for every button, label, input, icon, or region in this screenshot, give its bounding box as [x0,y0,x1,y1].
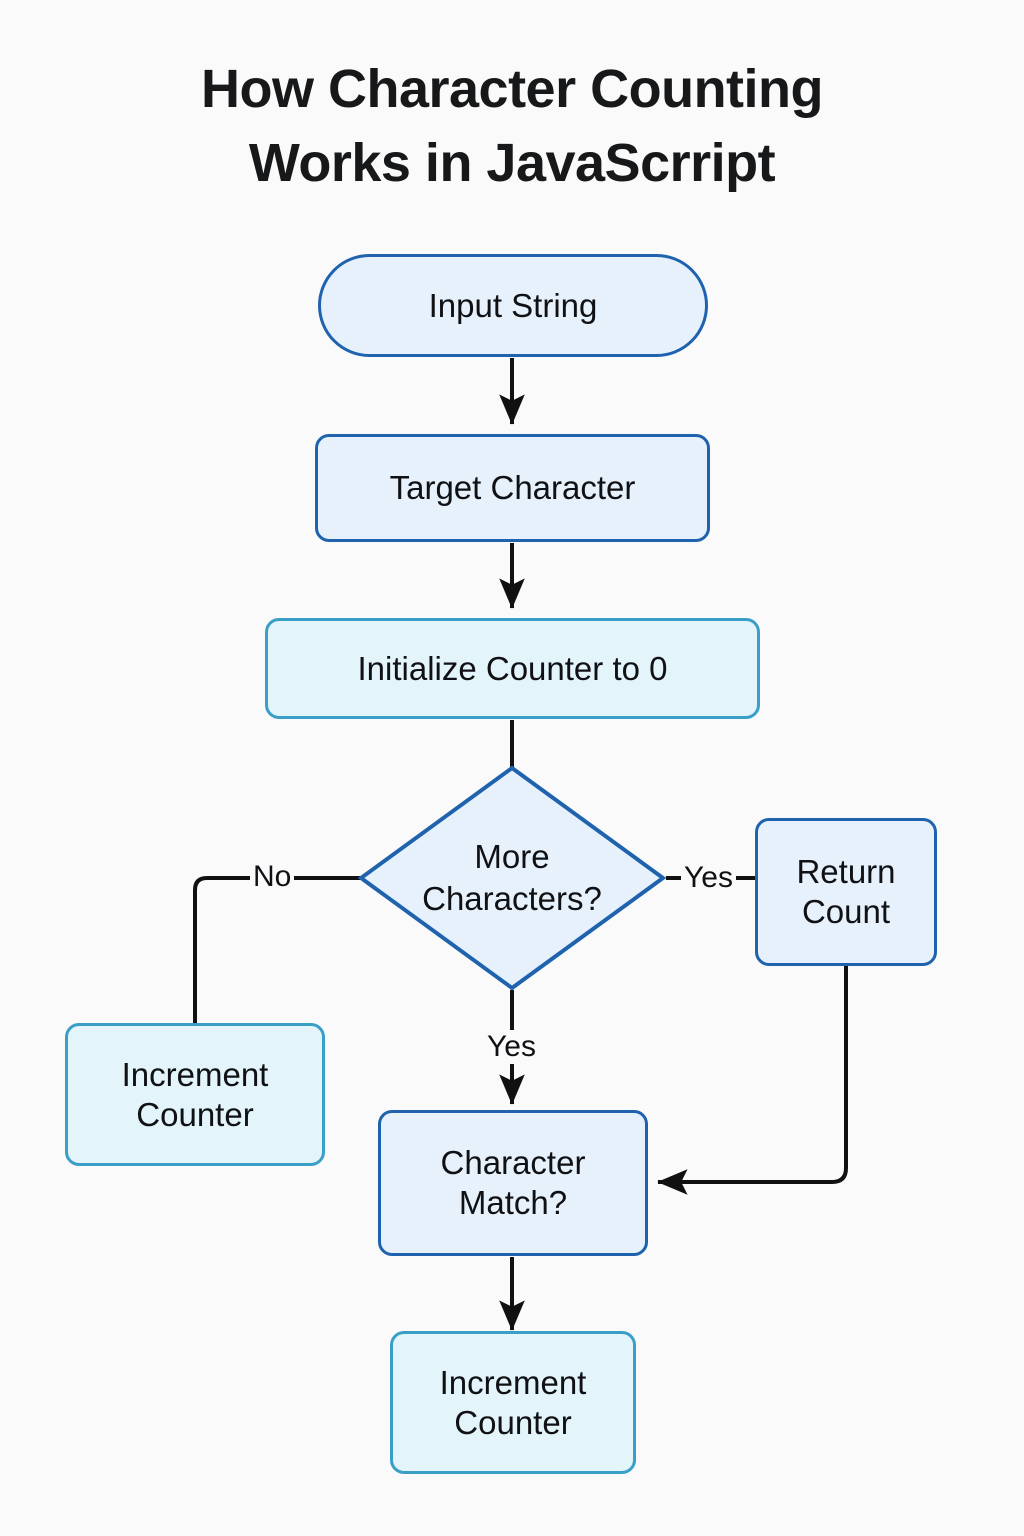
page-title: How Character Counting Works in JavaScrr… [0,52,1024,200]
node-increment-counter-left[interactable]: Increment Counter [65,1023,325,1166]
node-target-character[interactable]: Target Character [315,434,710,542]
node-more-characters-label: More Characters? [422,838,602,917]
node-initialize-counter[interactable]: Initialize Counter to 0 [265,618,760,719]
page-title-line-1: How Character Counting [200,59,824,119]
node-increment-counter-left-label: Increment Counter [121,1055,269,1133]
node-character-match-label: Character Match? [440,1144,586,1221]
node-more-characters[interactable]: More Characters? [358,765,666,991]
edge-label-yes-down: Yes [484,1030,539,1064]
edge-decision-no-to-increment-left [193,876,360,1024]
edge-label-no: No [250,860,295,894]
node-increment-counter-bottom-label: Increment Counter [439,1363,587,1441]
node-target-character-label: Target Character [389,469,636,506]
node-character-match[interactable]: Character Match? [378,1110,648,1256]
edge-label-yes-right: Yes [681,861,736,895]
page-title-line-2: Works in JavaScrript [248,133,776,193]
node-return-count[interactable]: Return Count [755,818,937,966]
node-initialize-counter-label: Initialize Counter to 0 [357,649,668,687]
node-return-count-label: Return Count [796,853,896,930]
node-increment-counter-bottom[interactable]: Increment Counter [390,1331,636,1474]
node-input-string-label: Input String [428,286,598,324]
diamond-shape-icon [358,765,666,991]
edge-return-count-to-character-match [657,966,848,1195]
node-input-string[interactable]: Input String [318,254,708,357]
